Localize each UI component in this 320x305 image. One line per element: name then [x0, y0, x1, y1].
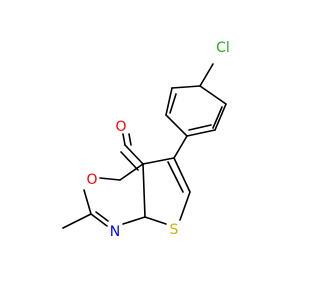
bond [90, 213, 108, 227]
bond [199, 63, 214, 87]
nitrogen-label: N [110, 224, 120, 240]
bond [199, 85, 227, 105]
bond [120, 151, 139, 171]
sulfur-label: S [170, 222, 179, 238]
bond [83, 189, 92, 215]
bond [99, 177, 121, 181]
bond [144, 216, 167, 225]
bond [165, 87, 173, 116]
bond [124, 144, 144, 165]
bond [186, 129, 216, 137]
bond [95, 211, 109, 222]
bond [173, 135, 188, 159]
bond [171, 85, 201, 89]
bond [122, 216, 146, 225]
bond [212, 106, 223, 129]
bond [62, 213, 92, 229]
bond [122, 133, 126, 146]
structure-svg: Cl O O N S [62, 40, 230, 240]
ring-oxygen-label: O [86, 172, 97, 188]
bond [214, 103, 227, 131]
bond [169, 93, 177, 114]
bond [188, 124, 212, 131]
molecule-drawing: Cl O O N S [62, 40, 230, 240]
bond [142, 163, 146, 218]
bond [173, 157, 191, 193]
bond [167, 161, 184, 193]
bond [165, 114, 188, 137]
carbonyl-oxygen-label: O [115, 119, 126, 135]
bond [179, 191, 191, 221]
bond [142, 157, 175, 165]
bond [128, 133, 132, 146]
bond [119, 163, 144, 181]
chlorine-label: Cl [216, 40, 230, 56]
